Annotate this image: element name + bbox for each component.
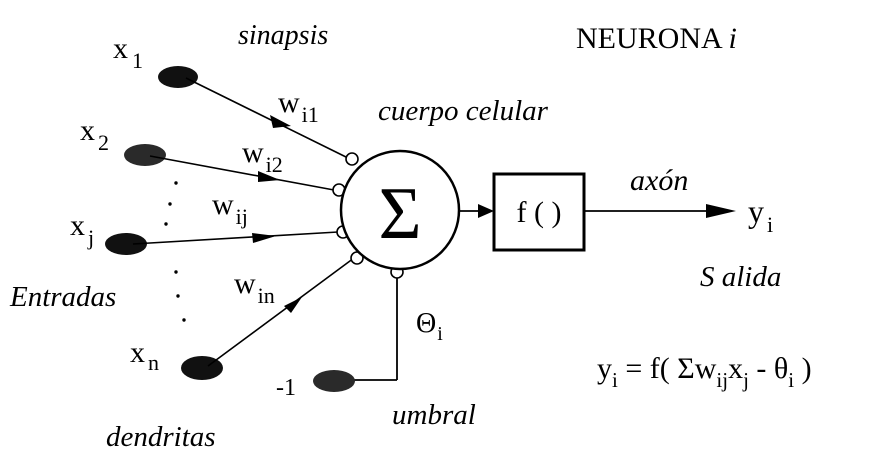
summation-symbol: Σ	[378, 173, 421, 255]
output-caption: S alida	[700, 261, 781, 293]
input-2-arrowhead	[258, 171, 280, 182]
ellipsis-dots-lower	[174, 270, 186, 322]
bias-node	[313, 370, 355, 392]
weight-2-label: wi2	[242, 136, 283, 177]
input-1-connection	[185, 77, 347, 158]
inputs-caption: Entradas	[9, 281, 116, 313]
input-j-connection	[132, 231, 339, 245]
threshold-caption: umbral	[392, 399, 476, 431]
diagram-title: NEURONA i	[576, 22, 737, 55]
ellipsis-dots-upper	[164, 181, 178, 226]
input-n-connection	[207, 257, 355, 367]
input-2-connection	[149, 155, 335, 191]
input-n-arrowhead	[284, 297, 302, 313]
dendrites-label: dendritas	[106, 421, 216, 453]
bias-value: -1	[276, 375, 296, 401]
activation-label: f ( )	[517, 196, 562, 229]
weight-1-label: wi1	[278, 86, 319, 127]
input-1-node	[158, 66, 198, 88]
input-2-node	[124, 144, 166, 166]
output-formula: yi = f( Σwijxj - θi )	[597, 352, 812, 392]
threshold-label: Θi	[416, 308, 443, 345]
weight-j-label: wij	[212, 188, 248, 229]
axon-label: axón	[630, 164, 688, 197]
input-j-arrowhead	[252, 233, 276, 243]
input-j-node	[105, 233, 147, 255]
cell-body-circle	[339, 149, 461, 271]
activation-box	[492, 172, 586, 252]
cell-body-label: cuerpo celular	[378, 95, 549, 127]
input-1-arrowhead	[270, 115, 291, 128]
sum-to-activation-arrowhead	[478, 204, 494, 218]
synapse-label: sinapsis	[238, 20, 328, 51]
weight-n-label: win	[234, 267, 275, 308]
axon-arrowhead	[706, 204, 736, 218]
